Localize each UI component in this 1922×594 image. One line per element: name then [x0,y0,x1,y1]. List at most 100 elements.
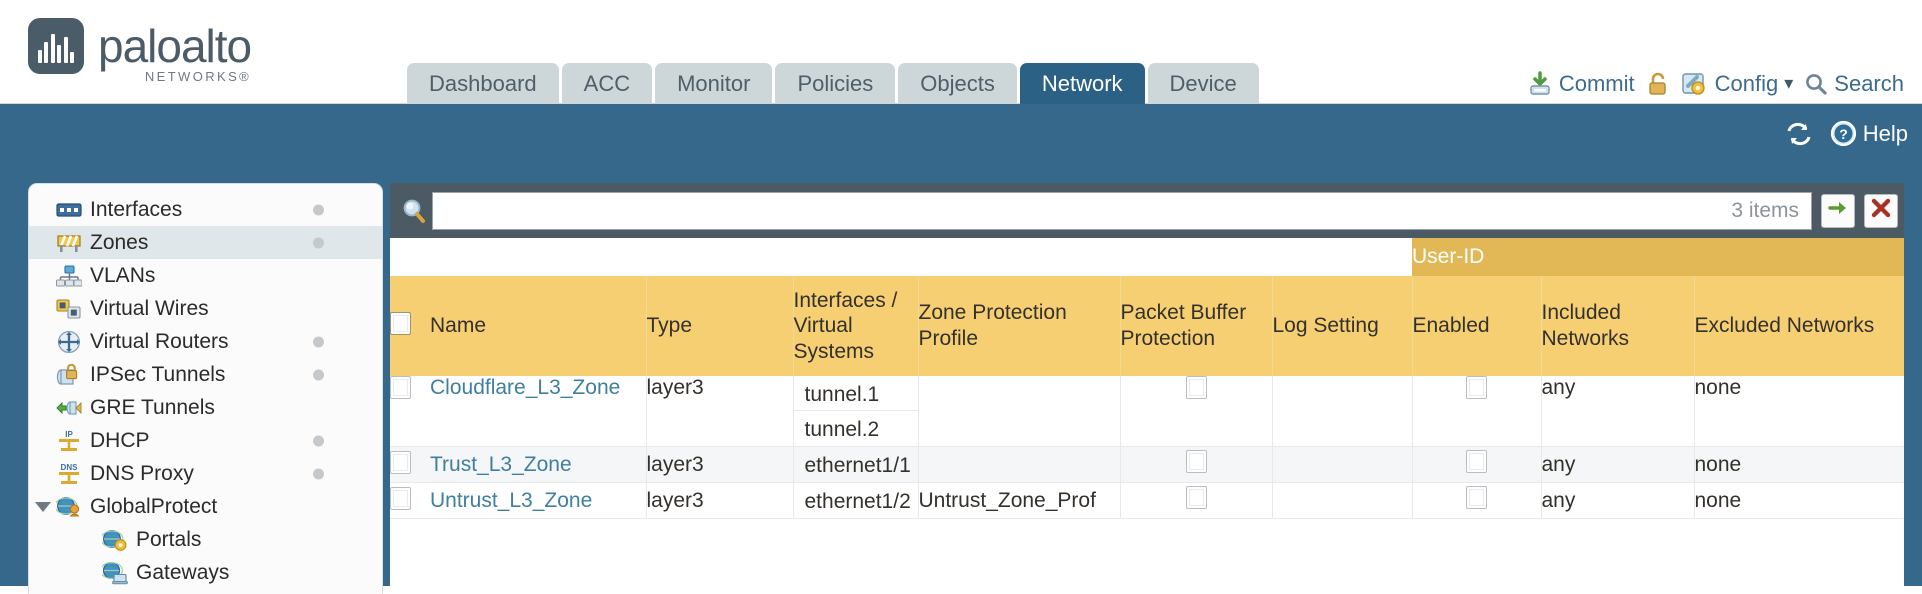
apply-filter-button[interactable] [1821,193,1855,228]
commit-button[interactable]: Commit [1527,71,1635,97]
paloalto-waveform-logo-icon [28,18,84,74]
sidebar-item-label: GRE Tunnels [90,396,215,419]
packet-buffer-protection-checkbox[interactable] [1185,486,1207,509]
row-select-cell [390,376,430,447]
column-header-type[interactable]: Type [645,276,793,376]
zones-panel: 3 items [390,183,1904,594]
tab-device[interactable]: Device [1147,63,1259,104]
interface-entry: ethernet1/1 [804,454,911,477]
column-header-excluded-networks[interactable]: Excluded Networks [1693,276,1904,376]
sidebar-item-gateways[interactable]: Gateways [29,556,382,589]
red-x-clear-icon [1870,197,1892,224]
search-input[interactable]: 3 items [432,191,1812,230]
sidebar-item-status-dot[interactable] [313,468,324,479]
column-header-interfaces-virtual-systems[interactable]: Interfaces / Virtual Systems [792,276,918,376]
help-button[interactable]: ? Help [1830,120,1908,147]
sidebar-item-vlans[interactable]: VLANs [29,259,382,292]
zone-protection-profile-cell [917,376,1120,447]
globalprotect-icon [55,496,82,518]
magnifier-icon[interactable] [396,197,432,225]
included-networks-cell: any [1540,482,1694,519]
lock-button[interactable] [1646,71,1670,97]
search-button[interactable]: Search [1804,71,1904,97]
interfaces-icon [55,199,82,221]
sidebar-item-zones[interactable]: Zones [29,226,382,259]
zone-name-cell: Cloudflare_L3_Zone [430,376,646,447]
clear-filter-button[interactable] [1864,193,1898,228]
interfaces-cell: ethernet1/2 [792,482,918,519]
zone-type-cell: layer3 [645,446,793,483]
userid-enabled-checkbox[interactable] [1466,450,1487,473]
tab-objects[interactable]: Objects [898,63,1017,104]
sidebar-item-status-dot[interactable] [313,336,324,347]
column-header-packet-buffer-protection[interactable]: Packet Buffer Protection [1119,276,1272,376]
tab-network[interactable]: Network [1019,63,1145,104]
tab-policies[interactable]: Policies [775,63,896,104]
log-setting-cell [1271,446,1412,483]
sidebar-item-ipsec-tunnels[interactable]: IPSec Tunnels [29,358,382,391]
blue-action-band: ? Help [0,104,1922,176]
tab-monitor[interactable]: Monitor [655,63,773,104]
sidebar-item-portals[interactable]: Portals [29,523,382,556]
select-all-checkbox[interactable] [390,312,411,335]
tab-dashboard[interactable]: Dashboard [407,63,559,104]
sidebar-item-label: Virtual Routers [90,330,229,353]
column-header-name[interactable]: Name [430,276,646,376]
group-header-user-id: User-ID [1412,238,1904,276]
zone-name-cell: Untrust_L3_Zone [430,482,646,519]
row-select-checkbox[interactable] [390,450,411,474]
tab-acc[interactable]: ACC [561,63,653,104]
interface-entry: tunnel.2 [804,418,880,441]
userid-enabled-checkbox[interactable] [1466,376,1487,399]
zone-protection-profile-cell [917,446,1120,483]
search-icon [1804,72,1828,96]
zone-name-link[interactable]: Untrust_L3_Zone [430,488,593,512]
sidebar-item-virtual-routers[interactable]: Virtual Routers [29,325,382,358]
userid-enabled-cell [1411,446,1541,483]
sidebar-item-status-dot[interactable] [313,237,324,248]
sidebar-item-status-dot[interactable] [313,369,324,380]
sidebar-item-label: Interfaces [90,198,183,221]
column-header-log-setting[interactable]: Log Setting [1271,276,1412,376]
sidebar-item-label: DHCP [90,429,150,452]
log-setting-cell [1271,482,1412,519]
row-select-cell [390,482,430,519]
zone-name-link[interactable]: Trust_L3_Zone [430,452,572,476]
sidebar-item-dns-proxy[interactable]: DNS DNS Proxy [29,457,382,490]
column-header-zone-protection-profile[interactable]: Zone Protection Profile [917,276,1120,376]
row-select-checkbox[interactable] [390,376,411,399]
sidebar-item-status-dot[interactable] [313,204,324,215]
interface-entry: ethernet1/2 [804,490,911,513]
svg-text:IP: IP [65,430,73,439]
userid-enabled-checkbox[interactable] [1466,486,1487,509]
zone-name-link[interactable]: Cloudflare_L3_Zone [430,376,621,399]
sidebar-item-gre-tunnels[interactable]: GRE Tunnels [29,391,382,424]
config-dropdown[interactable]: Config ▾ [1681,71,1793,97]
column-header-included-networks[interactable]: Included Networks [1540,276,1694,376]
sidebar-item-virtual-wires[interactable]: Virtual Wires [29,292,382,325]
refresh-button[interactable] [1784,121,1814,147]
packet-buffer-protection-cell [1119,376,1272,447]
row-select-checkbox[interactable] [390,486,411,510]
sidebar-item-label: DNS Proxy [90,462,194,485]
column-header-enabled[interactable]: Enabled [1411,276,1541,376]
packet-buffer-protection-checkbox[interactable] [1185,450,1207,473]
sidebar-item-dhcp[interactable]: IP DHCP [29,424,382,457]
virtual-wires-icon [55,298,82,320]
help-label: Help [1862,120,1908,146]
row-select-cell [390,446,430,483]
svg-text:DNS: DNS [60,463,78,472]
sidebar-item-globalprotect[interactable]: GlobalProtect [29,490,382,523]
sidebar-item-status-dot[interactable] [313,435,324,446]
expand-collapse-caret-icon[interactable] [35,501,51,512]
vlans-icon [55,264,82,287]
sidebar-item-interfaces[interactable]: Interfaces [29,193,382,226]
packet-buffer-protection-checkbox[interactable] [1185,376,1207,399]
